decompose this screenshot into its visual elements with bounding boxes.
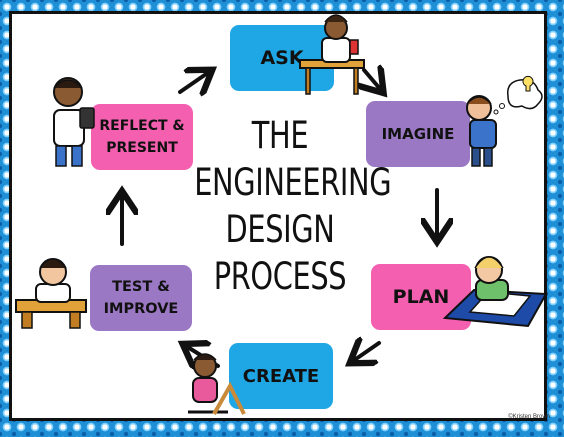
arrow-reflect-to-ask bbox=[178, 72, 209, 92]
planning-child-illustration bbox=[442, 256, 548, 328]
step-reflect-present: REFLECT & PRESENT bbox=[91, 104, 193, 170]
title-line-1: THE bbox=[251, 114, 309, 157]
step-imagine-label: IMAGINE bbox=[381, 125, 455, 143]
step-ask: ASK bbox=[230, 25, 334, 91]
arrow-plan-to-create bbox=[353, 343, 381, 361]
step-plan-label: PLAN bbox=[392, 286, 450, 308]
testing-child-illustration bbox=[15, 258, 87, 329]
step-imagine: IMAGINE bbox=[366, 101, 470, 167]
step-test-improve-label: TEST & IMPROVE bbox=[103, 279, 179, 317]
step-create: CREATE bbox=[229, 343, 333, 409]
arrow-ask-to-imagine bbox=[364, 70, 381, 90]
step-create-label: CREATE bbox=[242, 365, 320, 387]
title-line-3: DESIGN bbox=[225, 208, 335, 251]
step-test-improve: TEST & IMPROVE bbox=[90, 265, 192, 331]
step-reflect-present-label: REFLECT & PRESENT bbox=[99, 118, 185, 156]
thinking-child-illustration bbox=[466, 76, 543, 167]
child-with-microscope-illustration bbox=[299, 14, 365, 95]
diagram-title: THE ENGINEERING DESIGN PROCESS bbox=[194, 112, 392, 300]
title-line-4: PROCESS bbox=[213, 255, 347, 298]
credit-text: ©Kristen Brown bbox=[508, 414, 550, 420]
title-line-2: ENGINEERING bbox=[194, 161, 392, 204]
creating-child-illustration bbox=[188, 353, 246, 415]
presenting-child-illustration bbox=[53, 77, 95, 167]
step-ask-label: ASK bbox=[260, 47, 304, 69]
